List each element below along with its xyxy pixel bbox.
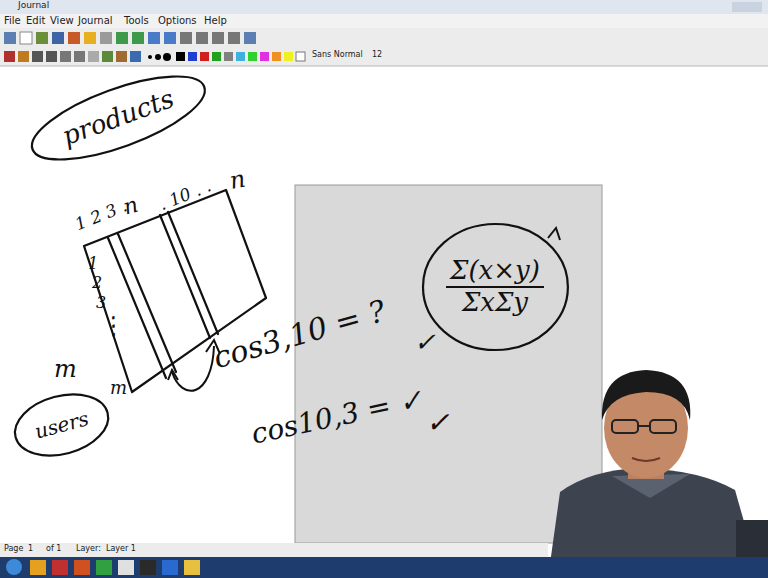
- ui-label: Layer 1: [106, 545, 136, 554]
- ui-label: Edit: [26, 15, 45, 26]
- denominator: ΣxΣy: [458, 288, 532, 318]
- handwritten-label: ✓: [414, 328, 436, 357]
- ui-label: Layer:: [76, 545, 101, 554]
- handwritten-label: cos3,10 = ?: [209, 294, 389, 375]
- handwritten-label: m: [110, 378, 127, 398]
- handwritten-label: ✓: [426, 408, 449, 439]
- ui-label: Sans Normal: [312, 51, 363, 60]
- grey-panel: [295, 185, 602, 543]
- ui-label: File: [4, 15, 21, 26]
- handwritten-label: 3: [96, 294, 106, 312]
- numerator: Σ(x×y): [446, 256, 544, 288]
- ellipse-outline: [22, 60, 214, 177]
- handwritten-label: n: [228, 166, 248, 195]
- ui-label: Help: [204, 15, 227, 26]
- circled-word: users: [6, 382, 118, 468]
- node-text: users: [29, 406, 96, 444]
- title-bar: [0, 0, 768, 14]
- ui-label: View: [50, 15, 74, 26]
- toolbar: [0, 28, 768, 48]
- compare-arrow: [172, 346, 214, 391]
- node-text: products: [54, 83, 181, 154]
- ui-label: Journal: [78, 15, 113, 26]
- arrow-head: [168, 370, 178, 380]
- toolbar-icons: [4, 32, 305, 62]
- ui-label: 1: [28, 545, 33, 554]
- handwritten-label: cos10,3 = ✓: [249, 384, 425, 450]
- handwritten-label: 1: [88, 255, 98, 273]
- taskbar-icons: [6, 559, 200, 575]
- ui-label: 12: [372, 51, 382, 60]
- ui-label: of 1: [46, 545, 61, 554]
- ui-label: Tools: [124, 15, 149, 26]
- handwritten-label: m: [54, 356, 77, 382]
- status-bar: [0, 543, 548, 557]
- circled-word: products: [20, 57, 217, 179]
- taskbar: [0, 557, 768, 578]
- circled-formula: Σ(x×y)ΣxΣy: [421, 222, 570, 352]
- ui-label: Journal: [18, 1, 49, 11]
- handwritten-label: ⋮: [97, 310, 127, 342]
- ui-label: Options: [158, 15, 197, 26]
- ellipse-outline: [9, 385, 116, 466]
- ellipse-outline: [423, 224, 568, 350]
- window-buttons: [732, 2, 762, 12]
- ui-label: Page: [4, 545, 23, 554]
- handwritten-label: 2: [92, 274, 102, 292]
- handwritten-label: . 10 . .: [156, 176, 213, 214]
- pen-toolbar: [0, 48, 768, 66]
- arrow-head: [548, 228, 560, 240]
- presenter: [548, 370, 768, 578]
- menu-bar: [0, 14, 768, 28]
- toolbar-edge: [0, 66, 768, 67]
- handwritten-label: 1 2 3 .: [72, 196, 129, 234]
